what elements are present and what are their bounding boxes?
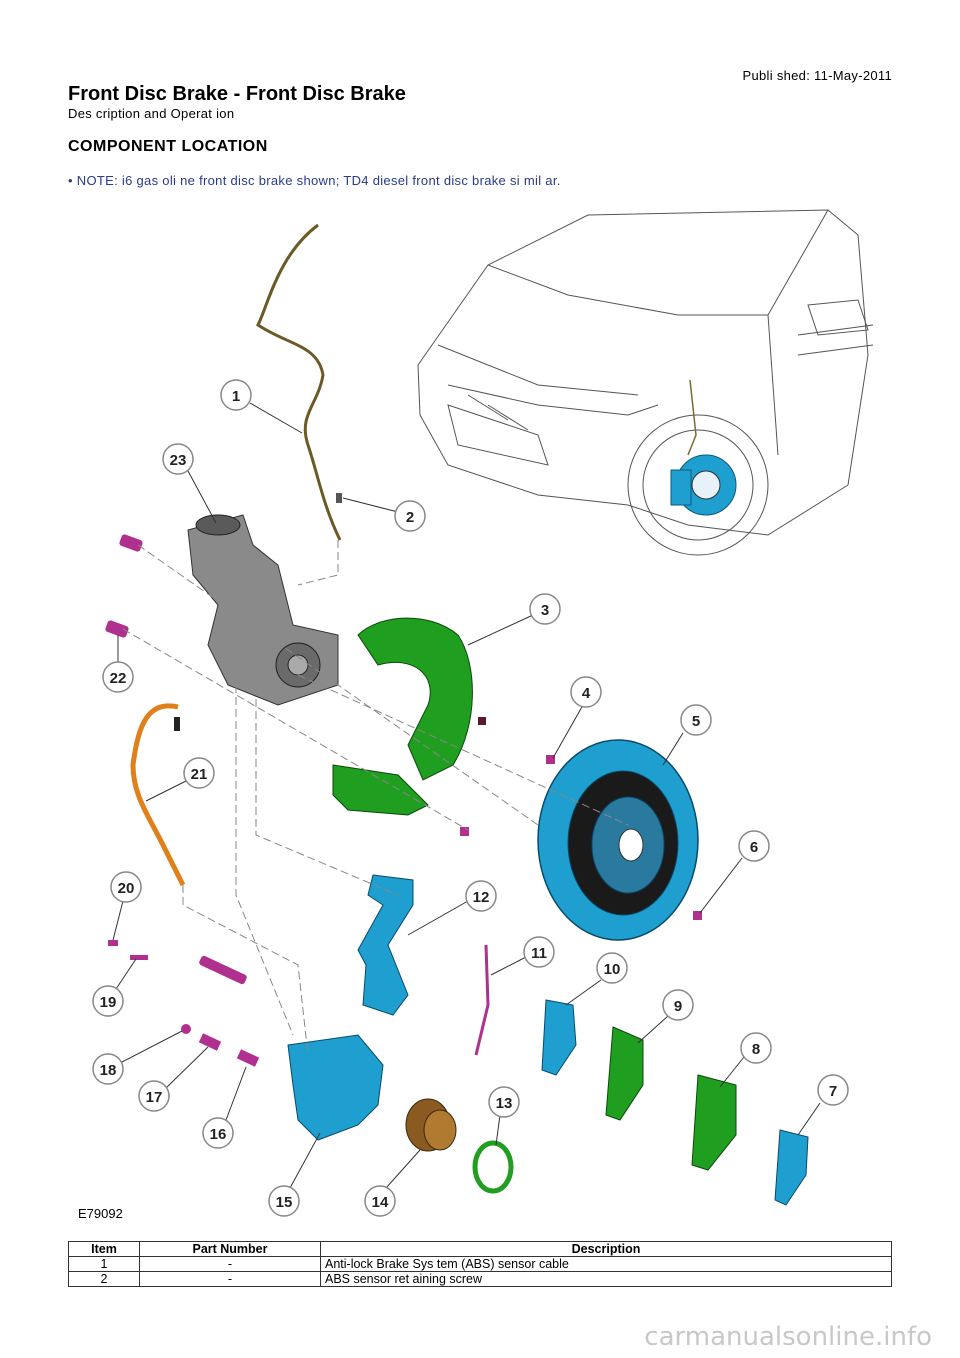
callout-15: 15 <box>268 1132 321 1217</box>
callout-10: 10 <box>565 952 628 1006</box>
caliper-piston <box>405 1098 457 1152</box>
vehicle-outline <box>417 209 874 556</box>
callout-group: 1 2 3 4 5 6 7 8 9 10 11 12 13 14 15 16 1… <box>92 379 849 1217</box>
steering-knuckle <box>187 514 339 706</box>
brake-pad-outer <box>691 1074 737 1171</box>
guide-pin-boot <box>198 1033 222 1051</box>
svg-text:9: 9 <box>674 998 682 1015</box>
section-heading: COMPONENT LOCATION <box>68 138 268 155</box>
svg-text:7: 7 <box>829 1083 837 1100</box>
callout-18: 18 <box>92 1030 183 1085</box>
callout-14: 14 <box>364 1149 421 1217</box>
vehicle-wheel-brake-highlight <box>670 379 737 516</box>
bleed-screw <box>130 955 148 960</box>
guide-pin-cap <box>181 1024 191 1034</box>
callout-20: 20 <box>110 871 142 941</box>
bleed-cap <box>108 940 118 946</box>
svg-text:18: 18 <box>100 1062 117 1079</box>
callout-11: 11 <box>490 936 555 976</box>
svg-text:6: 6 <box>750 839 758 856</box>
svg-text:11: 11 <box>531 945 547 962</box>
svg-text:19: 19 <box>100 994 117 1011</box>
abs-retaining-screw <box>336 493 342 503</box>
svg-text:16: 16 <box>210 1126 227 1143</box>
cell-item: 1 <box>68 1256 140 1272</box>
svg-text:21: 21 <box>191 766 208 783</box>
shield-nut <box>478 717 486 725</box>
callout-13: 13 <box>488 1086 520 1146</box>
svg-text:2: 2 <box>406 509 414 526</box>
callout-21: 21 <box>145 757 215 802</box>
callout-22: 22 <box>102 635 134 693</box>
piston-seal <box>472 1140 514 1194</box>
callout-6: 6 <box>699 830 770 914</box>
callout-3: 3 <box>467 593 561 646</box>
brake-hose-fitting <box>174 717 180 731</box>
callout-4: 4 <box>552 676 602 759</box>
svg-text:12: 12 <box>473 889 490 906</box>
svg-text:4: 4 <box>582 685 591 702</box>
svg-text:8: 8 <box>752 1041 760 1058</box>
svg-text:1: 1 <box>232 388 240 405</box>
disc-retaining-screw <box>693 911 702 920</box>
svg-text:5: 5 <box>692 713 700 730</box>
cell-description: ABS sensor ret aining screw <box>320 1271 892 1287</box>
page-title: Front Disc Brake - Front Disc Brake <box>68 83 406 105</box>
caliper-anchor-bracket <box>357 874 414 1016</box>
cell-description: Anti-lock Brake Sys tem (ABS) sensor cab… <box>320 1256 892 1272</box>
shield-screw-lower <box>460 827 469 836</box>
brake-exploded-diagram: 1 2 3 4 5 6 7 8 9 10 11 12 13 14 15 16 1… <box>92 209 874 1217</box>
abs-sensor-cable <box>256 223 342 541</box>
svg-text:15: 15 <box>276 1194 293 1211</box>
guide-pin-upper <box>199 955 247 985</box>
brake-pad-inner <box>605 1026 644 1121</box>
callout-5: 5 <box>662 704 712 766</box>
note-text: • NOTE: i6 gas oli ne front disc brake s… <box>68 173 561 188</box>
brake-pad-shim-outer <box>774 1129 809 1206</box>
callout-1: 1 <box>220 379 303 434</box>
svg-text:14: 14 <box>372 1194 389 1211</box>
caliper-housing <box>287 1034 384 1141</box>
svg-text:10: 10 <box>604 961 621 978</box>
callout-7: 7 <box>797 1074 849 1136</box>
table-row: 2 - ABS sensor ret aining screw <box>68 1271 892 1287</box>
knuckle-bolt-upper <box>119 534 143 552</box>
watermark: carmanualsonline.info <box>644 1322 932 1352</box>
table-header-row: Item Part Number Description <box>68 1241 892 1257</box>
brake-splash-shield <box>332 617 473 816</box>
svg-text:13: 13 <box>496 1095 513 1112</box>
cell-part-number: - <box>139 1271 321 1287</box>
anti-rattle-spring <box>474 944 490 1056</box>
column-header-item: Item <box>68 1241 140 1257</box>
guide-pin-bolt <box>236 1049 260 1067</box>
cell-item: 2 <box>68 1271 140 1287</box>
page-subtitle: Des cription and Operat ion <box>68 106 235 121</box>
svg-text:17: 17 <box>146 1089 163 1106</box>
svg-text:23: 23 <box>170 452 187 469</box>
callout-2: 2 <box>342 497 426 532</box>
callout-8: 8 <box>719 1032 772 1088</box>
svg-text:20: 20 <box>118 880 135 897</box>
column-header-part-number: Part Number <box>139 1241 321 1257</box>
callout-17: 17 <box>138 1046 209 1112</box>
shield-screw <box>546 755 555 764</box>
brake-pad-shim-inner <box>541 999 577 1076</box>
published-date: Publi shed: 11-May-2011 <box>742 68 892 83</box>
knuckle-bolt-lower <box>105 620 129 638</box>
brake-hose <box>130 703 186 887</box>
callout-9: 9 <box>637 989 694 1044</box>
column-header-description: Description <box>320 1241 892 1257</box>
table-row: 1 - Anti-lock Brake Sys tem (ABS) sensor… <box>68 1256 892 1272</box>
callout-16: 16 <box>202 1066 247 1149</box>
callout-12: 12 <box>407 880 497 936</box>
brake-disc <box>537 739 699 941</box>
parts-table: Item Part Number Description 1 - Anti-lo… <box>68 1241 892 1287</box>
cell-part-number: - <box>139 1256 321 1272</box>
callout-23: 23 <box>162 443 217 524</box>
svg-text:22: 22 <box>110 670 127 687</box>
assembly-guide-lines <box>122 540 629 1056</box>
figure-id: E79092 <box>78 1206 123 1221</box>
svg-text:3: 3 <box>541 602 549 619</box>
callout-19: 19 <box>92 958 137 1017</box>
